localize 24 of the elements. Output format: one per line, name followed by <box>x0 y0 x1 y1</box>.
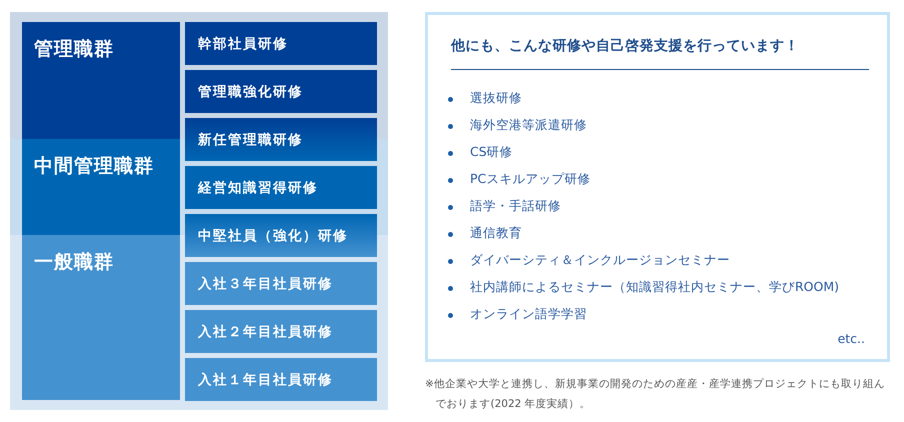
job-group-band: 中間管理職群 <box>22 139 180 235</box>
list-item: オンライン語学学習 <box>470 306 587 323</box>
list-item: 通信教育 <box>470 225 522 242</box>
training-box: 入社２年目社員研修 <box>185 310 377 353</box>
training-box: 入社１年目社員研修 <box>185 358 377 401</box>
panel-heading: 他にも、こんな研修や自己啓発支援を行っています！ <box>451 37 799 55</box>
training-box: 経営知識習得研修 <box>185 166 377 209</box>
list-item: PCスキルアップ研修 <box>470 171 590 188</box>
training-box: 幹部社員研修 <box>185 22 377 65</box>
list-item: CS研修 <box>470 144 513 161</box>
list-item: 海外空港等派遣研修 <box>470 117 587 134</box>
list-item: 語学・手話研修 <box>470 198 561 215</box>
list-item: ダイバーシティ＆インクルージョンセミナー <box>470 252 730 269</box>
etc-note: etc.. <box>838 331 865 346</box>
footnote: ※他企業や大学と連携し、新規事業の開発のための産産・産学連携プロジェクトにも取り組んでおります(2022 年度実績）。 <box>425 377 886 412</box>
info-panel <box>425 12 890 362</box>
training-box: 管理職強化研修 <box>185 70 377 113</box>
job-group-band: 管理職群 <box>22 22 180 139</box>
list-item: 選抜研修 <box>470 90 522 107</box>
job-group-band: 一般職群 <box>22 235 180 400</box>
list-item: 社内講師によるセミナー（知識習得社内セミナー、学びROOM) <box>470 279 840 296</box>
training-box: 中堅社員（強化）研修 <box>185 214 377 257</box>
training-box: 新任管理職研修 <box>185 118 377 161</box>
training-box: 入社３年目社員研修 <box>185 262 377 305</box>
